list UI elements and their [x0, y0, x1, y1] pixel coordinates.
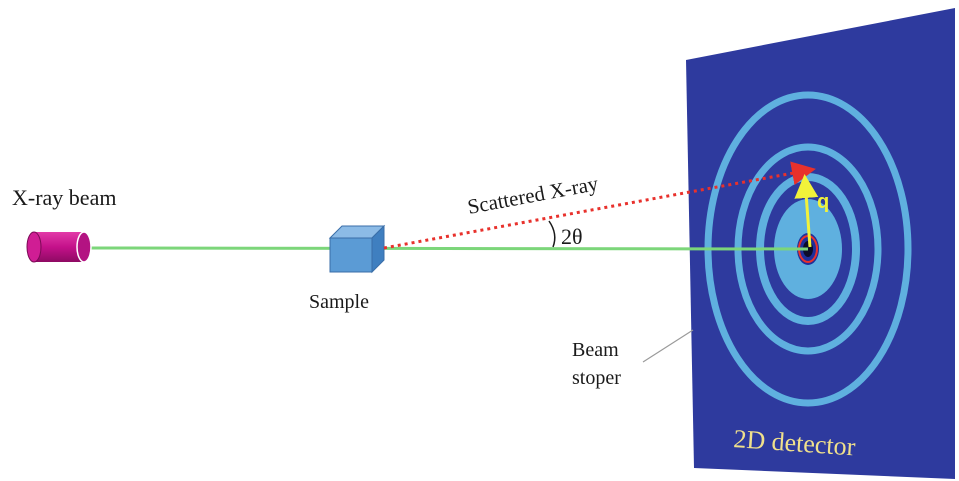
q-vector [794, 174, 819, 248]
beam-stoper-label-line1: Beam [572, 339, 619, 361]
scattered-xray-label: Scattered X-ray [466, 171, 601, 219]
sample-cube [328, 224, 386, 274]
angle-label: 2θ [561, 224, 583, 249]
angle-arc [548, 220, 556, 248]
beam-stoper-pointer [642, 329, 694, 363]
xray-beam-label: X-ray beam [12, 185, 116, 210]
direct-beam [87, 246, 809, 251]
xray-source [26, 231, 92, 263]
scattered-ray [383, 161, 816, 250]
sample-label: Sample [309, 291, 369, 313]
beam-stoper-label-line2: stoper [572, 367, 621, 389]
q-label: q [817, 191, 829, 213]
